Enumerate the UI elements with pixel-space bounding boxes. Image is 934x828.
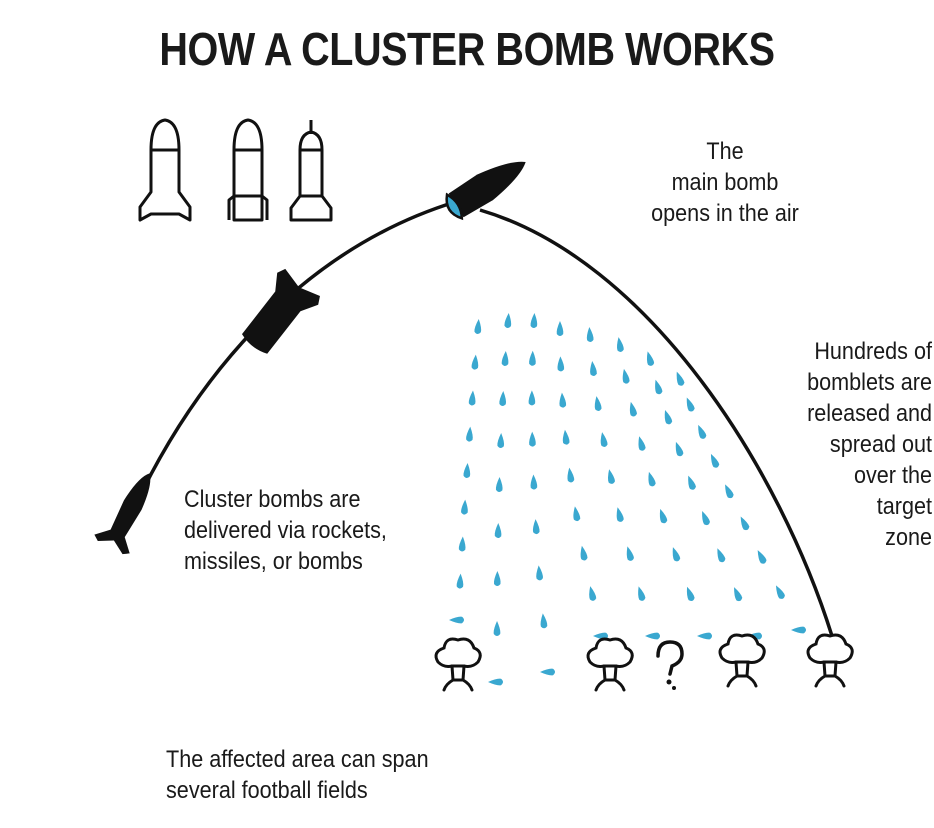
bomblet-drop (528, 390, 536, 406)
bomblet-drop (456, 573, 464, 589)
bomblet-drop (672, 547, 681, 562)
bomblet-drop (567, 467, 575, 483)
bomblet-drop (791, 626, 806, 634)
bomblet-drop (648, 471, 656, 487)
explosion-icon (434, 637, 482, 692)
bomblet-drop (702, 511, 710, 526)
bomblet-drop (497, 433, 505, 448)
launched-rocket-icon (94, 473, 151, 555)
bomblet-drop (488, 678, 503, 686)
bomblet-drop (530, 313, 538, 328)
bomb-icon (289, 120, 333, 222)
bomblet-drop (530, 474, 538, 490)
bomblet-drop (499, 391, 507, 406)
bomblet-drop (638, 436, 646, 451)
bomblet-drop (638, 586, 646, 601)
bomblet-drop (629, 401, 637, 417)
page-title: HOW A CLUSTER BOMB WORKS (159, 23, 775, 75)
bomblet-drop (493, 571, 501, 586)
bomblet-drop (586, 327, 594, 342)
bomblet-drop (529, 350, 536, 366)
bomblet-drop (495, 477, 503, 492)
bomblet-drop (562, 429, 570, 445)
bomblet-drop (471, 354, 479, 370)
bomblet-drop (529, 431, 536, 447)
bomblet-drop (686, 586, 695, 601)
bomblet-drop (556, 321, 564, 336)
bomblet-drop (449, 616, 464, 624)
bomblet-drop (466, 426, 473, 442)
trajectory-path (123, 200, 456, 529)
bomblet-drop (590, 361, 597, 376)
bomblet-drop (664, 409, 673, 425)
falling-bomb-icon (241, 268, 320, 354)
bomblet-drop (580, 545, 588, 561)
explosions-row (434, 633, 854, 692)
bomblet-drop (616, 507, 624, 522)
main-bomb-opens-label: The main bomb opens in the air (651, 138, 799, 227)
bomblets-released-label: Hundreds of bomblets are released and sp… (807, 338, 932, 551)
bomblet-drop (698, 424, 707, 439)
bomblet-drop (536, 565, 543, 581)
bomblet-drop (493, 621, 501, 636)
bomblet-drop (501, 351, 509, 366)
bomblet-drop (594, 396, 602, 411)
delivery-methods-label: Cluster bombs are delivered via rockets,… (184, 486, 387, 575)
bomblet-drop (645, 632, 660, 640)
bomblet-drop (725, 484, 734, 499)
bomblet-drop (775, 585, 785, 599)
trajectory-path (479, 208, 834, 637)
bomblet-drop (557, 356, 565, 372)
bomblet-drop (532, 519, 540, 535)
bomblet-drop (458, 536, 466, 552)
bomblet-drop (468, 390, 476, 406)
bomblet-drop (494, 523, 502, 538)
bomblet-drop (740, 516, 750, 531)
bomblet-drop (676, 371, 685, 386)
bomblet-drop (559, 392, 567, 408)
rocket-icon (138, 118, 192, 222)
bomblet-drop (659, 508, 668, 524)
bomblet-drop (589, 586, 597, 601)
bomblet-drop (622, 368, 630, 384)
bomblet-drop (734, 587, 743, 602)
bomblet-drop (626, 546, 634, 561)
bomblet-drop (608, 469, 615, 484)
bomblet-drop (540, 613, 548, 629)
explosion-icon (586, 637, 634, 692)
bomblet-drop (600, 432, 608, 447)
bomblet-drop (504, 313, 512, 328)
bomblet-drop (655, 379, 663, 395)
explosion-icon (806, 633, 854, 688)
bomblet-drop (461, 499, 468, 515)
dud-icon (656, 640, 684, 690)
bomblet-drop (717, 548, 726, 563)
bomblet-drop (757, 550, 767, 564)
explosion-icon (718, 633, 766, 688)
bomblet-drop (697, 632, 712, 640)
bomblet-drop (710, 453, 720, 468)
bomblet-drop (616, 337, 624, 352)
missile-icon (227, 118, 269, 222)
affected-area-label: The affected area can span several footb… (166, 746, 429, 804)
bomblet-drop (688, 475, 696, 490)
bomblet-drop (686, 397, 695, 412)
bomblet-drop (573, 506, 581, 522)
bomblet-drop (463, 463, 471, 478)
bomblet-drop (540, 668, 555, 676)
bomblet-drop (646, 351, 655, 366)
bomblet-drop (474, 319, 482, 334)
main-bomb-icon (445, 161, 526, 221)
bomblet-drop (675, 441, 684, 457)
bomblets-spread (449, 313, 806, 686)
